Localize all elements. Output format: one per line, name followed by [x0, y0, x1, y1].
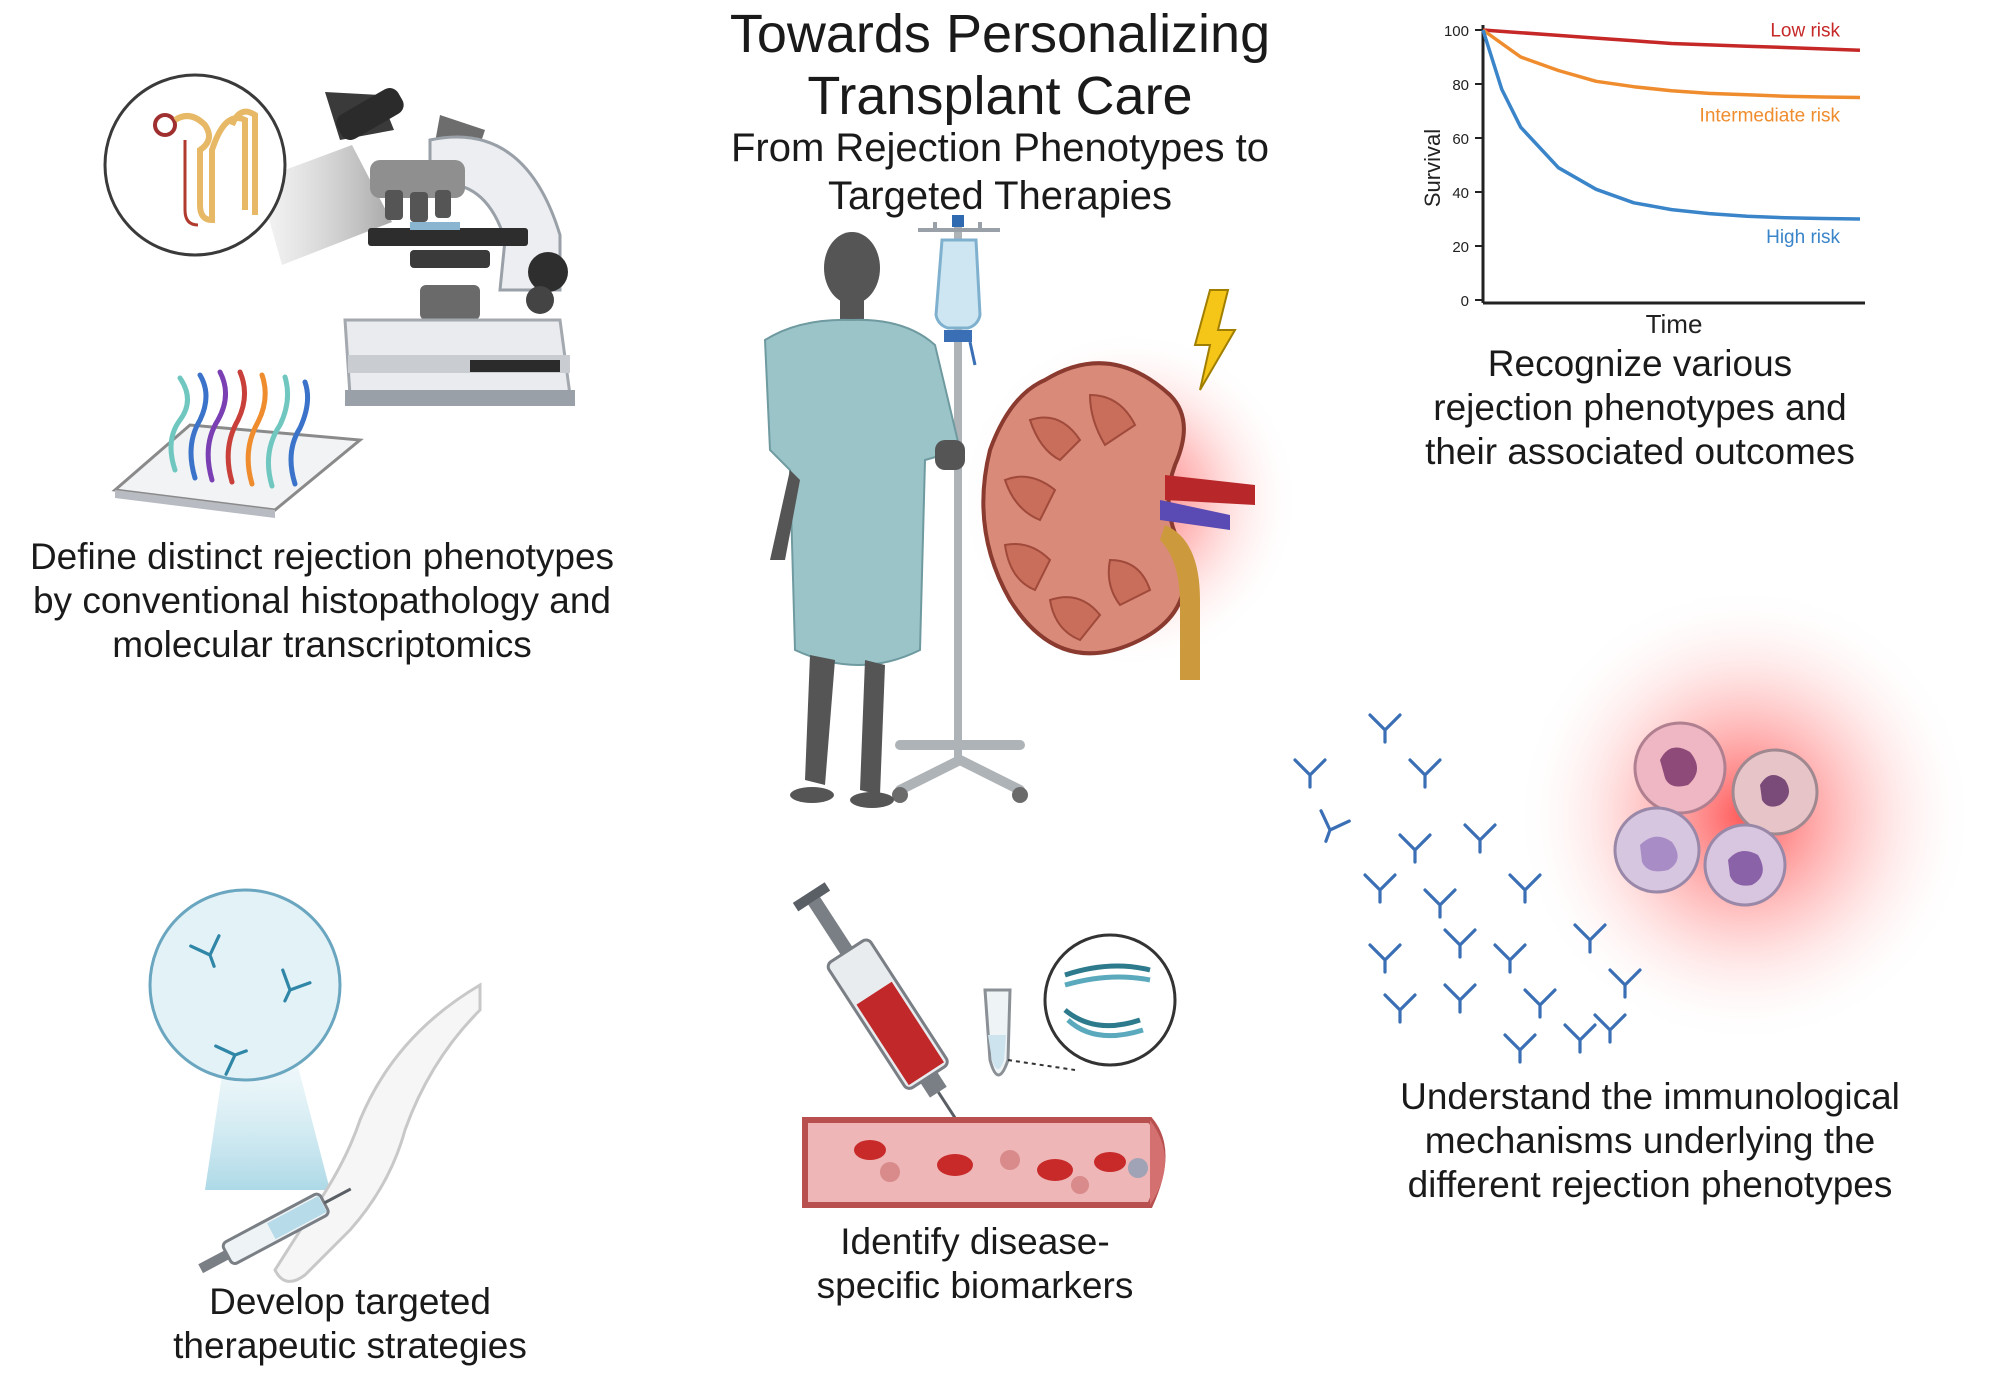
series-label-low-risk: Low risk: [1770, 20, 1840, 41]
caption-understand-line2: mechanisms underlying the: [1424, 1120, 1876, 1161]
caption-identify-line2: specific biomarkers: [816, 1265, 1134, 1306]
nephron-icon: [103, 73, 287, 257]
chart-y-tick-label: 100: [1444, 23, 1469, 40]
blood-vessel-icon: [802, 1117, 1166, 1208]
caption-develop-line2: therapeutic strategies: [173, 1325, 527, 1366]
main-title-line1: Towards Personalizing: [729, 4, 1271, 64]
kidney-icon: [981, 361, 1255, 680]
syringe-icon: [792, 882, 960, 1125]
caption-recognize-line3: their associated outcomes: [1425, 431, 1855, 472]
chart-y-tick-label: 60: [1452, 131, 1469, 148]
caption-define: Define distinct rejection phenotypes by …: [0, 535, 644, 667]
caption-define-line3: molecular transcriptomics: [112, 624, 532, 665]
chart-y-tick-label: 0: [1461, 293, 1469, 310]
caption-understand-line1: Understand the immunological: [1400, 1076, 1900, 1117]
patient-icon: [763, 232, 965, 808]
transcriptomics-slide-icon: [111, 369, 364, 518]
caption-understand: Understand the immunological mechanisms …: [1340, 1075, 1960, 1207]
caption-define-line2: by conventional histopathology and: [32, 580, 612, 621]
chart-y-ticks: 0 20 40 60 80 100: [1444, 23, 1483, 310]
iv-drip-icon: [892, 215, 1028, 803]
series-label-intermediate-risk: Intermediate risk: [1700, 106, 1841, 127]
caption-identify-line1: Identify disease-: [840, 1221, 1110, 1262]
series-line-intermediate-risk: [1481, 28, 1861, 100]
subtitle-line1: From Rejection Phenotypes to: [730, 126, 1270, 170]
microscope-icon: [258, 88, 575, 406]
tube-icon: [983, 988, 1076, 1077]
subtitle-line2: Targeted Therapies: [828, 174, 1172, 218]
caption-recognize: Recognize various rejection phenotypes a…: [1390, 342, 1890, 474]
chart-y-tick-label: 40: [1452, 185, 1469, 202]
chart-ylabel: Survival: [1420, 129, 1445, 207]
caption-recognize-line1: Recognize various: [1487, 343, 1793, 384]
main-title-line2: Transplant Care: [807, 66, 1193, 126]
caption-identify: Identify disease- specific biomarkers: [760, 1220, 1190, 1308]
caption-recognize-line2: rejection phenotypes and: [1433, 387, 1847, 428]
caption-define-line1: Define distinct rejection phenotypes: [29, 536, 615, 577]
chart-y-tick-label: 20: [1452, 239, 1469, 256]
caption-understand-line3: different rejection phenotypes: [1407, 1164, 1893, 1205]
dna-icon: [1043, 933, 1177, 1067]
syringe-small-icon: [198, 1187, 352, 1274]
chart-xlabel: Time: [1646, 309, 1703, 339]
series-line-low-risk: [1482, 28, 1861, 53]
caption-develop: Develop targeted therapeutic strategies: [130, 1280, 570, 1368]
immune-cell-icon: [1613, 721, 1819, 907]
caption-develop-line1: Develop targeted: [209, 1281, 491, 1322]
series-label-high-risk: High risk: [1766, 227, 1840, 248]
lightning-icon: [1193, 289, 1237, 391]
series-line-high-risk: [1481, 29, 1861, 221]
chart-y-tick-label: 80: [1452, 77, 1469, 94]
